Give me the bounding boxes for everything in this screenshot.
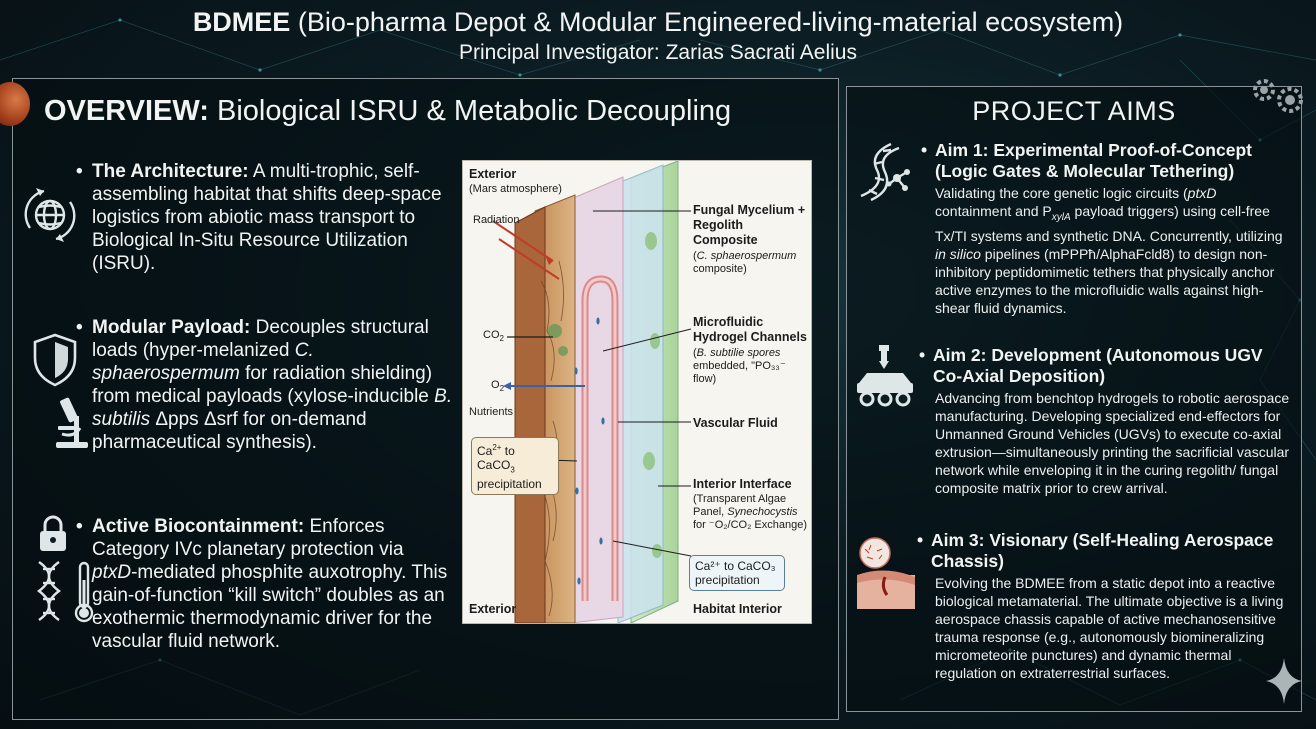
label-vascular-fluid: Vascular Fluid <box>693 416 778 430</box>
label-co2: CO2 <box>483 329 504 344</box>
aim-1-heading: •Aim 1: Experimental Proof-of-Concept (L… <box>921 140 1252 181</box>
label-microfluidic-channels: Microfluidic Hydrogel Channels <box>693 315 807 344</box>
globe-cycle-icon <box>24 188 76 242</box>
shield-icon <box>33 333 77 387</box>
lock-icon <box>40 515 66 551</box>
bullet-architecture: •The Architecture: A multi-trophic, self… <box>76 161 442 274</box>
habitat-wall-diagram: Exterior (Mars atmosphere) Radiation CO2… <box>462 160 812 624</box>
gears-icon <box>1253 79 1303 113</box>
aims-title: PROJECT AIMS <box>972 96 1176 126</box>
page-title: BDMEE (Bio-pharma Depot & Modular Engine… <box>192 7 1124 37</box>
label-radiation: Radiation <box>473 214 520 226</box>
bullet-heading: The Architecture: <box>92 161 249 182</box>
label-habitat-interior: Habitat Interior <box>693 602 782 616</box>
sparkle-icon <box>1266 658 1302 704</box>
rover-printer-icon <box>857 345 913 407</box>
aim-2-text: Advancing from benchtop hydrogels to rob… <box>935 390 1290 496</box>
dna-molecule-icon <box>860 142 910 202</box>
dna-icon <box>37 561 61 621</box>
aim-3-text: Evolving the BDMEE from a static depot i… <box>935 575 1284 681</box>
aim-3-heading: •Aim 3: Visionary (Self-Healing Aerospac… <box>917 530 1274 571</box>
calcium-precipitation-box: Ca2+ to CaCO3 precipitation <box>471 437 559 496</box>
label-mars-atmosphere: (Mars atmosphere) <box>469 183 562 195</box>
bullet-biocontainment: •Active Biocontainment: Enforces Categor… <box>76 516 448 652</box>
thermometer-icon <box>74 561 94 623</box>
label-o2: O2 <box>491 379 505 394</box>
bullet-modular-payload: •Modular Payload: Decouples structural l… <box>76 317 453 453</box>
microscope-icon <box>56 397 88 448</box>
label-nutrients: Nutrients <box>469 406 514 418</box>
label-exterior-bottom: Exterior <box>469 602 517 616</box>
aim-1-text: Validating the core genetic logic circui… <box>935 185 1283 316</box>
aims-panel <box>846 86 1302 712</box>
wall-cross-section <box>492 161 692 623</box>
label-exterior-top: Exterior <box>469 167 517 181</box>
label-microfluidic-sub: (B. subtilie spores embedded, "PO₃₃⁻ flo… <box>693 347 786 385</box>
overview-title: OVERVIEW: Biological ISRU & Metabolic De… <box>44 95 732 127</box>
label-interior-sub: (Transparent Algae Panel, Synechocystis … <box>693 493 807 531</box>
label-interior-interface: Interior Interface <box>693 477 792 491</box>
skin-healing-icon <box>857 537 915 609</box>
page-subtitle: Principal Investigator: Zarias Sacrati A… <box>458 41 857 64</box>
calcium-precipitation-box-2: Ca²⁺ to CaCO₃ precipitation <box>689 555 785 591</box>
label-fungal-composite: Fungal Mycelium + Regolith Composite <box>693 203 806 247</box>
header: BDMEE (Bio-pharma Depot & Modular Engine… <box>0 6 1316 66</box>
bullet-text: A multi-trophic, self-assembling habitat… <box>92 161 442 274</box>
aim-2-heading: •Aim 2: Development (Autonomous UGV Co-A… <box>919 345 1263 386</box>
